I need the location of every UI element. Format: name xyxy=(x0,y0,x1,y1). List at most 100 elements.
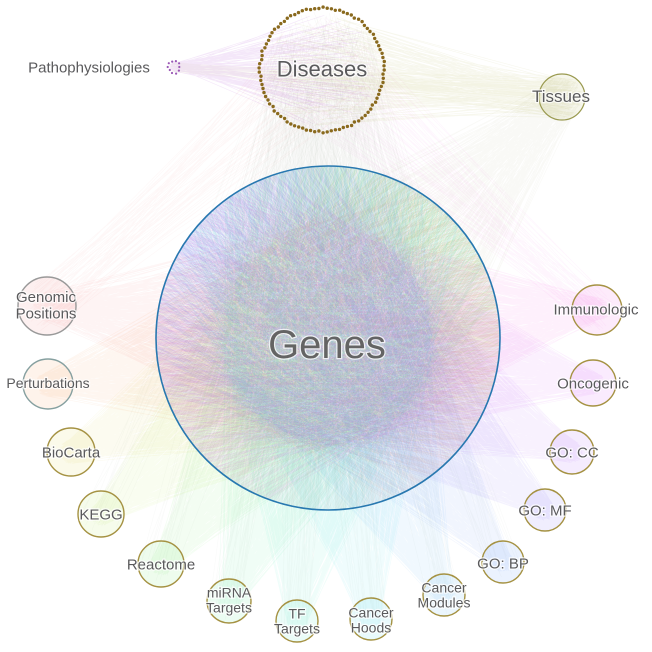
node-cancer-hoods-label: Hoods xyxy=(351,620,391,636)
node-mirna-targets-circle[interactable] xyxy=(206,578,252,624)
node-diseases-ring-dot xyxy=(260,53,264,58)
edge-bundle-go-mf-genes xyxy=(155,165,556,521)
node-diseases-ring-dot xyxy=(377,44,381,48)
node-genomic-positions[interactable] xyxy=(17,276,77,336)
node-diseases-ring-dot xyxy=(262,90,266,95)
node-pathophysiologies-ring-dot xyxy=(171,60,174,63)
node-diseases-ring-dot xyxy=(370,103,374,107)
node-diseases-ring-dot xyxy=(352,16,356,20)
edge-bundles xyxy=(22,12,616,637)
node-genomic-positions-label: Positions xyxy=(16,305,77,322)
node-mirna-targets-label: Targets xyxy=(206,600,252,616)
node-diseases-ring-dot xyxy=(293,12,297,17)
edge-bundle-biocarta-genes xyxy=(58,166,501,464)
node-go-cc[interactable] xyxy=(549,429,595,475)
node-go-mf[interactable] xyxy=(523,488,567,532)
node-cancer-hoods-circle[interactable] xyxy=(349,597,393,641)
node-tissues-circle[interactable] xyxy=(538,73,586,121)
edge-bundle-cancer-modules-genes xyxy=(157,165,455,606)
node-biocarta[interactable] xyxy=(46,427,96,477)
node-cancer-hoods[interactable] xyxy=(349,597,393,641)
node-diseases-ring-dot xyxy=(333,128,338,132)
node-diseases-ring-dot xyxy=(272,27,277,31)
node-diseases-ring-dot xyxy=(321,5,325,9)
node-diseases-ring-dot xyxy=(270,31,274,35)
node-diseases-ring-dot xyxy=(257,66,261,70)
node-diseases-ring-dot xyxy=(363,113,367,118)
node-reactome-circle[interactable] xyxy=(137,540,185,588)
node-mirna-targets[interactable] xyxy=(206,578,252,624)
node-go-bp-circle[interactable] xyxy=(481,540,525,584)
node-diseases-ring-dot xyxy=(285,16,289,20)
node-diseases-ring-dot xyxy=(261,86,265,91)
node-diseases-ring-dot xyxy=(325,6,329,10)
node-cancer-modules-circle[interactable] xyxy=(422,573,466,617)
node-tf-targets[interactable] xyxy=(275,599,319,643)
node-go-mf-circle[interactable] xyxy=(523,488,567,532)
node-diseases-ring-dot xyxy=(313,130,317,134)
node-diseases-ring-dot xyxy=(382,68,386,72)
node-diseases-ring-dot xyxy=(296,10,301,15)
node-reactome[interactable] xyxy=(137,540,185,588)
node-kegg-circle[interactable] xyxy=(77,490,125,538)
node-diseases-ring-dot xyxy=(257,70,261,74)
node-perturbations-circle[interactable] xyxy=(22,358,74,410)
node-oncogenic[interactable] xyxy=(569,359,617,407)
node-go-cc-circle[interactable] xyxy=(549,429,595,475)
node-diseases-ring-dot xyxy=(282,116,287,121)
node-diseases-ring-dot xyxy=(285,120,289,124)
edge-bundle-genomic-positions-diseases xyxy=(22,17,373,331)
node-pathophysiologies-ring-dot xyxy=(174,60,177,63)
node-oncogenic-circle[interactable] xyxy=(569,359,617,407)
node-diseases-ring-dot xyxy=(260,49,264,53)
node-immunologic-circle[interactable] xyxy=(571,284,623,336)
node-kegg[interactable] xyxy=(77,490,125,538)
node-immunologic[interactable] xyxy=(571,284,623,336)
node-diseases-ring-dot xyxy=(260,82,264,87)
node-diseases-ring-dot xyxy=(381,55,385,60)
node-biocarta-circle[interactable] xyxy=(46,427,96,477)
node-diseases-ring-dot xyxy=(321,131,325,135)
node-genes-label: Genes xyxy=(268,323,386,367)
edge-bundle-diseases-cancer-hoods xyxy=(277,18,388,636)
node-diseases-ring-dot xyxy=(368,29,372,34)
node-diseases-ring-dot xyxy=(381,72,385,76)
node-diseases-ring-dot xyxy=(266,98,270,102)
node-diseases-ring-dot xyxy=(258,62,262,66)
node-go-cc-label: GO: CC xyxy=(545,444,599,461)
node-diseases-ring-dot xyxy=(260,58,264,62)
node-diseases-ring-dot xyxy=(378,47,382,52)
node-genomic-positions-circle[interactable] xyxy=(17,276,77,336)
node-perturbations[interactable] xyxy=(22,358,74,410)
node-pathophysiologies-ring-dot xyxy=(177,69,180,72)
node-diseases-ring-dot xyxy=(375,40,379,44)
node-diseases[interactable] xyxy=(257,5,386,135)
node-diseases-ring-dot xyxy=(378,88,382,93)
node-go-bp[interactable] xyxy=(481,540,525,584)
node-genes[interactable] xyxy=(155,165,501,511)
node-pathophysiologies-ring-dot xyxy=(170,71,174,75)
node-perturbations-label: Perturbations xyxy=(6,375,89,391)
edge-bundle-go-bp-genes xyxy=(155,165,514,572)
edge-bundle-diseases-cancer-modules xyxy=(279,15,460,614)
node-genes-circle[interactable] xyxy=(155,165,501,511)
node-diseases-ring-dot xyxy=(341,10,346,14)
node-diseases-ring-dot xyxy=(360,116,364,120)
node-diseases-ring-dot xyxy=(329,129,333,133)
node-tissues[interactable] xyxy=(538,73,586,121)
node-diseases-ring-dot xyxy=(360,19,364,24)
node-diseases-ring-dot xyxy=(268,34,272,38)
node-diseases-ring-dot xyxy=(356,17,361,21)
node-diseases-ring-dot xyxy=(292,124,297,128)
node-diseases-ring-dot xyxy=(263,46,267,50)
node-pathophysiologies-ring-dot xyxy=(168,68,171,72)
node-tf-targets-circle[interactable] xyxy=(275,599,319,643)
node-diseases-ring-dot xyxy=(271,104,275,109)
node-diseases-ring-dot xyxy=(341,125,345,130)
node-pathophysiologies[interactable] xyxy=(166,60,181,75)
node-cancer-modules[interactable] xyxy=(422,573,466,617)
node-diseases-ring-dot xyxy=(313,7,317,11)
node-pathophysiologies-label: Pathophysiologies xyxy=(28,59,150,76)
node-diseases-ring-dot xyxy=(381,76,385,81)
